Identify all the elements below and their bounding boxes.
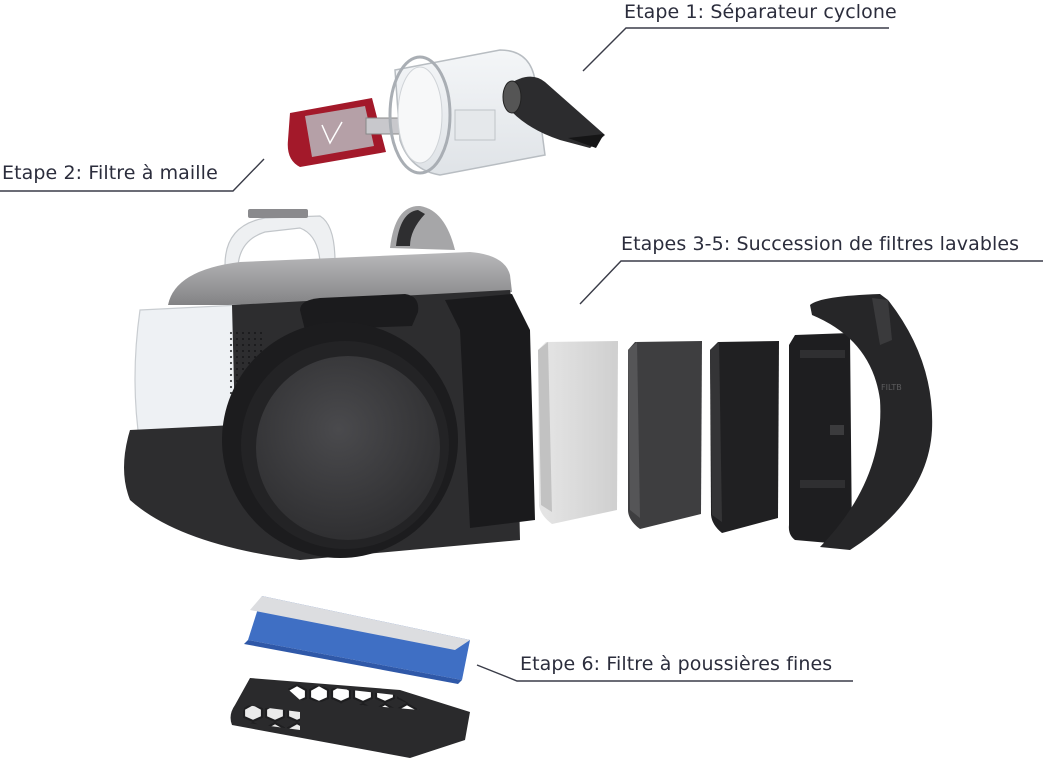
label-step6-fine-dust-filter: Etape 6: Filtre à poussières fines xyxy=(520,653,833,675)
foam-filter-black xyxy=(710,341,779,533)
cyclone-separator-part xyxy=(388,49,605,176)
vacuum-body xyxy=(124,205,535,560)
leader-line-step6 xyxy=(476,664,853,682)
leader-line-steps3-5 xyxy=(579,260,1043,305)
leader-line-step1 xyxy=(582,27,889,72)
label-step1-cyclone-separator: Etape 1: Séparateur cyclone xyxy=(624,1,897,23)
hepa-grid-holder xyxy=(230,678,470,758)
cover-marking: FILTB xyxy=(881,383,902,392)
mesh-filter-part xyxy=(287,98,401,167)
hepa-filter-part xyxy=(244,596,470,684)
leader-lines xyxy=(0,27,1043,682)
rear-filter-cover: FILTB xyxy=(788,294,933,550)
label-step2-mesh-filter: Etape 2: Filtre à maille xyxy=(2,162,218,184)
foam-filter-white xyxy=(538,341,618,524)
leader-line-step2 xyxy=(0,158,265,192)
label-steps3-5-washable-filters: Etapes 3-5: Succession de filtres lavabl… xyxy=(621,233,1020,255)
foam-filter-grey xyxy=(628,341,702,529)
